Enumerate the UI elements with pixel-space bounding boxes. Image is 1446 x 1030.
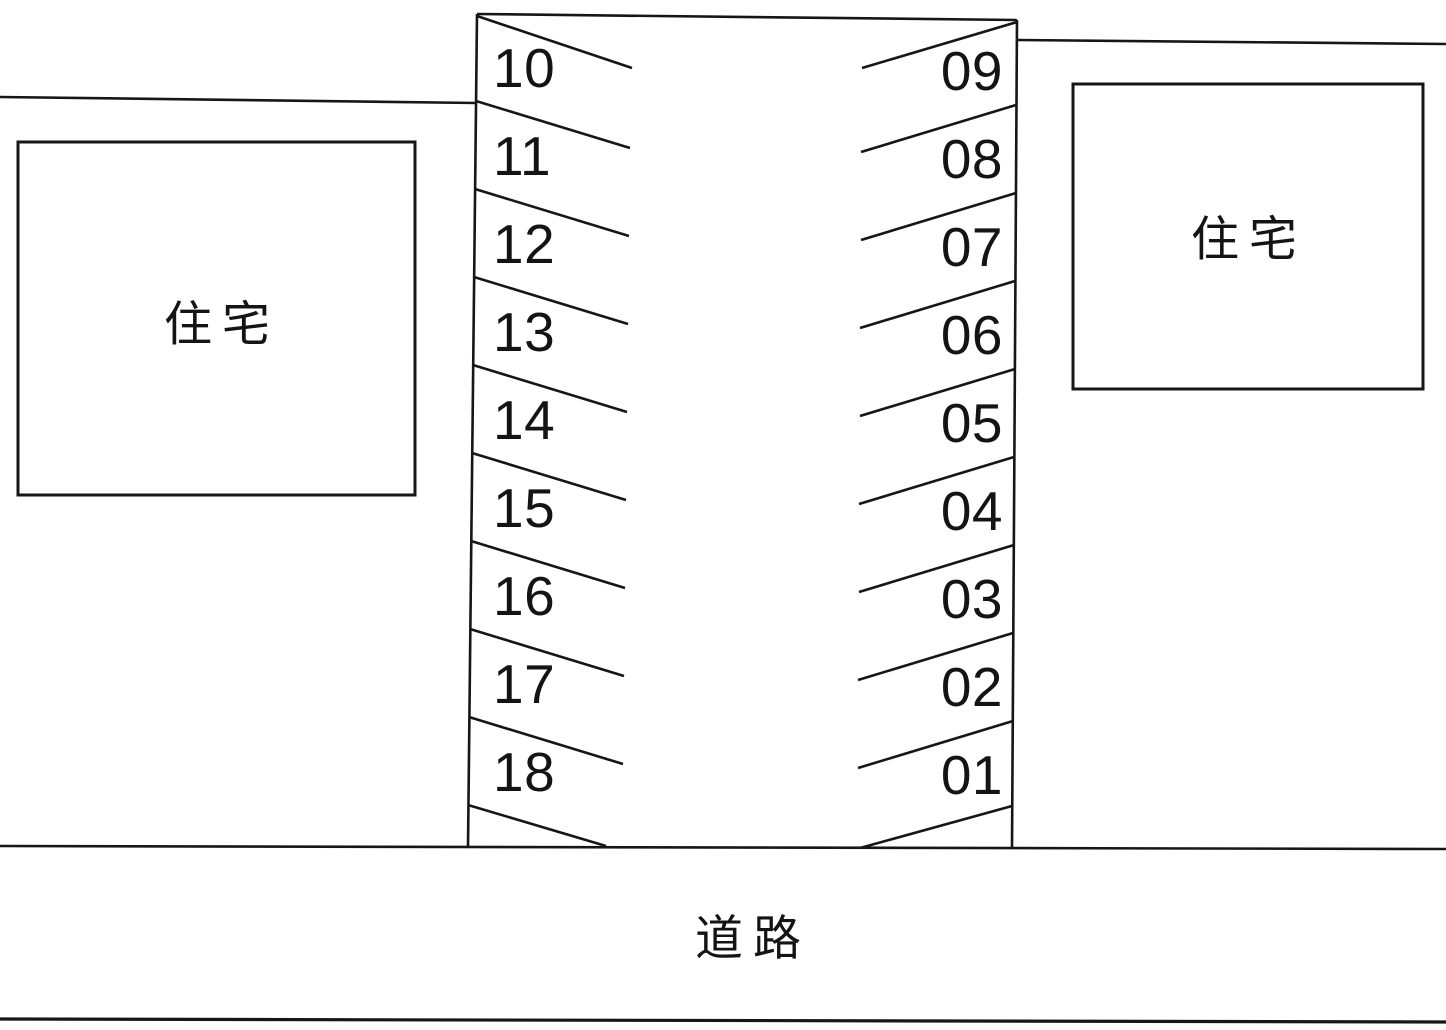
property-line-top-left (0, 95, 478, 105)
stall-label-05: 05 (941, 392, 1003, 454)
parking-top-edge (476, 12, 1018, 22)
stall-label-16: 16 (493, 565, 555, 627)
right-stall-numbers: 09 08 07 06 05 04 03 02 01 (941, 40, 1003, 806)
stall-separator (475, 99, 631, 150)
stall-separator (467, 803, 607, 848)
stall-separator (861, 20, 1018, 70)
stall-separator (857, 631, 1014, 682)
left-house-box (16, 140, 417, 497)
stall-separator (469, 627, 625, 678)
road-label: 道路 (695, 913, 811, 966)
parking-right-edge (1010, 19, 1019, 849)
stall-separator (470, 539, 626, 590)
left-stall-numbers: 10 11 12 13 14 15 16 17 18 (493, 37, 555, 803)
right-stall-separators (857, 20, 1018, 850)
right-house-label: 住宅 (1191, 214, 1307, 267)
stall-label-12: 12 (493, 213, 555, 275)
stall-separator (857, 719, 1014, 770)
stall-label-06: 06 (941, 304, 1003, 366)
stall-separator (860, 191, 1017, 242)
right-house-box (1071, 82, 1425, 391)
stall-separator (473, 275, 629, 326)
stall-label-10: 10 (493, 37, 555, 99)
stall-separator (476, 14, 633, 70)
stall-label-13: 13 (493, 301, 555, 363)
stall-separator (860, 103, 1017, 154)
stall-label-09: 09 (941, 40, 1003, 102)
stall-label-07: 07 (941, 216, 1003, 278)
stall-separator (859, 279, 1016, 330)
stall-separator (472, 363, 628, 414)
stall-label-18: 18 (493, 741, 555, 803)
road-edge-top (0, 844, 1446, 851)
stall-separator (474, 187, 630, 238)
stall-separator (471, 451, 627, 502)
stall-label-15: 15 (493, 477, 555, 539)
stall-label-04: 04 (941, 480, 1003, 542)
stall-label-08: 08 (941, 128, 1003, 190)
road-edge-bottom (0, 1017, 1446, 1024)
stall-label-11: 11 (493, 125, 551, 187)
stall-separator (468, 715, 624, 766)
stall-label-14: 14 (493, 389, 555, 451)
property-line-top-right (1017, 38, 1446, 46)
left-house-label: 住宅 (164, 299, 280, 352)
parking-left-edge (466, 13, 479, 848)
stall-label-03: 03 (941, 568, 1003, 630)
stall-separator (858, 455, 1015, 506)
stall-separator (858, 543, 1015, 594)
stall-label-17: 17 (493, 653, 555, 715)
stall-separator (859, 367, 1016, 418)
stall-label-02: 02 (941, 656, 1003, 718)
left-stall-separators (467, 14, 633, 848)
stall-separator (859, 804, 1013, 850)
stall-label-01: 01 (941, 744, 1003, 806)
